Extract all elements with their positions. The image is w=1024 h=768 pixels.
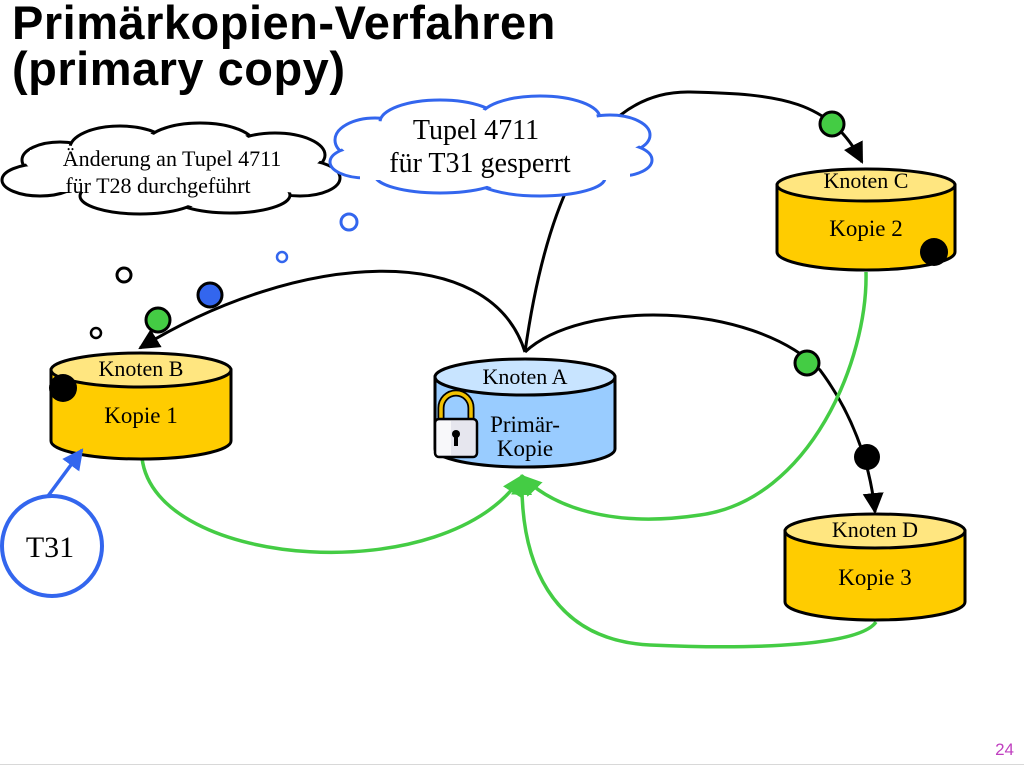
node-c-copy-label: Kopie 2 [829, 216, 902, 241]
reply-d-to-a [511, 473, 878, 649]
thought-bubble-dot [339, 212, 359, 232]
node-b-cylinder: Knoten B Kopie 1 [49, 351, 233, 461]
node-b-copy-label: Kopie 1 [104, 403, 177, 428]
slide-title-line1: Primärkopien-Verfahren [12, 0, 556, 49]
cloud-update-note: Änderung an Tupel 4711 für T28 durchgefü… [0, 121, 342, 216]
node-a-label-line2: Kopie [497, 436, 553, 461]
arrow-a-to-c [523, 90, 864, 353]
thought-bubble-dot [275, 250, 289, 264]
transaction-label: T31 [26, 531, 74, 564]
reply-b-to-a [140, 457, 524, 555]
transaction-t31: T31 [0, 494, 104, 598]
node-a-cylinder: Knoten A Primär- Kopie [433, 357, 617, 469]
node-c-name: Knoten C [824, 168, 909, 193]
thought-bubble-dot [89, 326, 103, 340]
blue-message-marker [196, 281, 224, 309]
green-message-marker [818, 110, 846, 138]
node-d-name: Knoten D [832, 517, 918, 542]
transaction-arrow [46, 448, 84, 498]
slide-title: Primärkopien-Verfahren (primary copy) [12, 0, 556, 92]
page-number: 24 [995, 740, 1014, 759]
footer-divider [0, 764, 1024, 765]
node-a-label-line1: Primär- [490, 412, 560, 437]
cloud-right-line2: für T31 gesperrt [389, 148, 571, 179]
arrow-a-to-b [138, 269, 527, 353]
reply-c-to-a [520, 271, 868, 521]
padlock-icon [433, 389, 479, 459]
green-message-marker [144, 306, 172, 334]
node-d-copy-label: Kopie 3 [838, 565, 911, 590]
node-d-cylinder: Knoten D Kopie 3 [783, 512, 967, 622]
cloud-left-line1: Änderung an Tupel 4711 [63, 146, 282, 171]
black-message-marker [854, 444, 880, 470]
green-message-marker [793, 349, 821, 377]
slide-title-line2: (primary copy) [12, 42, 346, 95]
node-a-name: Knoten A [483, 364, 568, 389]
cloud-left-line2: für T28 durchgeführt [65, 173, 250, 198]
node-b-name: Knoten B [99, 356, 184, 381]
black-message-marker [49, 374, 77, 402]
node-c-cylinder: Knoten C Kopie 2 [775, 167, 957, 272]
cloud-lock-note: Tupel 4711 für T31 gesperrt [328, 94, 654, 198]
thought-bubble-dot [115, 266, 133, 284]
black-message-marker [920, 238, 948, 266]
cloud-right-line1: Tupel 4711 [413, 115, 539, 146]
